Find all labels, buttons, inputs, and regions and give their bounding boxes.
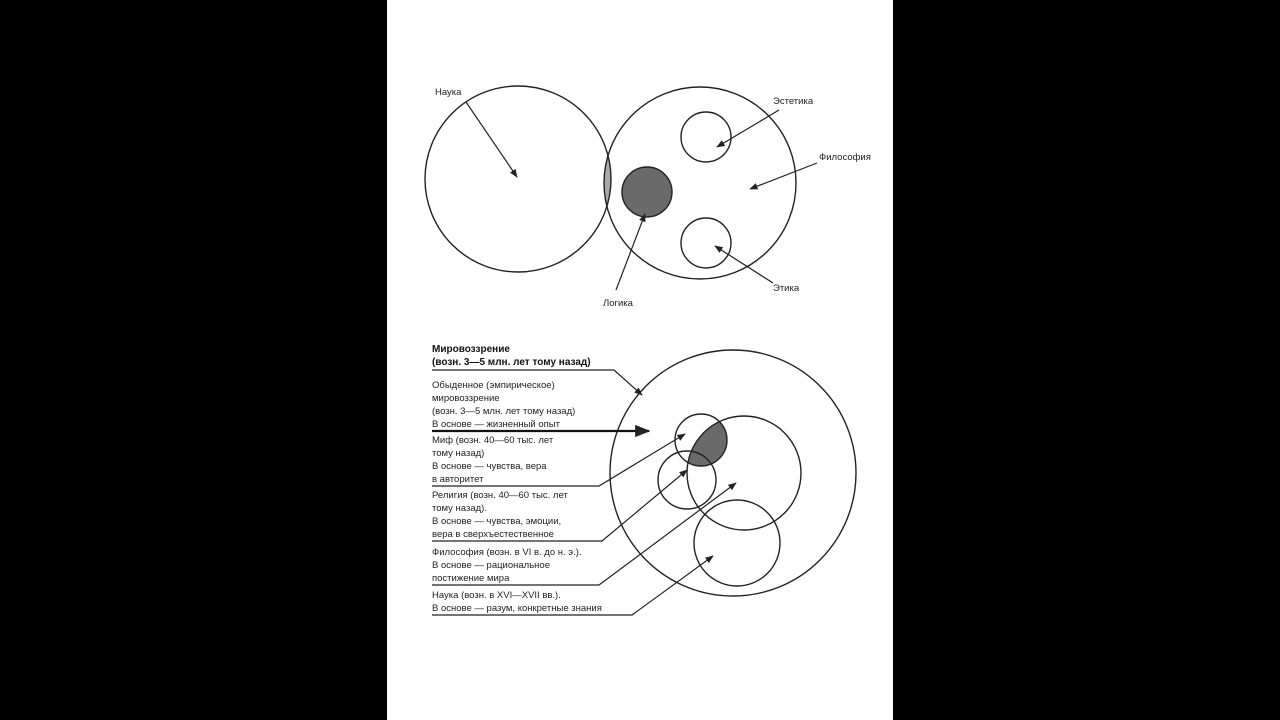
religion-block: Религия (возн. 40—60 тыс. лет тому назад… bbox=[432, 490, 568, 540]
ordinary-line-1: Обыденное (эмпирическое) bbox=[432, 380, 555, 391]
ordinary-line-3: (возн. 3—5 млн. лет тому назад) bbox=[432, 406, 575, 417]
religion-line-4: вера в сверхъестественное bbox=[432, 529, 554, 540]
logic-arrow bbox=[615, 213, 646, 291]
diagram-canvas: Наука Эстетика Философия Этика Логика Ми… bbox=[424, 85, 871, 616]
logic-circle bbox=[621, 166, 673, 218]
aesthetics-arrow bbox=[716, 109, 780, 148]
worldview-subtitle: (возн. 3—5 млн. лет тому назад) bbox=[432, 357, 591, 368]
science-philosophy-diagram: Наука Эстетика Философия Этика Логика bbox=[424, 85, 871, 309]
science-circle bbox=[693, 499, 781, 587]
philosophy-line-1: Философия (возн. в VI в. до н. э.). bbox=[432, 547, 582, 558]
philosophy-line-3: постижение мира bbox=[432, 573, 510, 584]
ethics-label: Этика bbox=[773, 283, 800, 294]
worldview-diagram: Мировоззрение (возн. 3—5 млн. лет тому н… bbox=[432, 344, 857, 616]
logic-label: Логика bbox=[603, 298, 634, 309]
myth-philosophy-overlap bbox=[687, 416, 727, 466]
science-circle bbox=[424, 85, 612, 273]
philosophy-circle bbox=[686, 415, 802, 531]
philosophy-block: Философия (возн. в VI в. до н. э.). В ос… bbox=[432, 547, 582, 584]
science-block: Наука (возн. в XVI—XVII вв.). В основе —… bbox=[432, 590, 602, 614]
religion-line-3: В основе — чувства, эмоции, bbox=[432, 516, 561, 527]
myth-block: Миф (возн. 40—60 тыс. лет тому назад) В … bbox=[432, 435, 554, 485]
religion-leader bbox=[432, 469, 688, 542]
science-leader bbox=[432, 555, 714, 616]
aesthetics-circle bbox=[680, 111, 732, 163]
worldview-title: Мировоззрение bbox=[432, 344, 510, 355]
religion-line-2: тому назад). bbox=[432, 503, 487, 514]
philosophy-line-2: В основе — рациональное bbox=[432, 560, 550, 571]
ethics-circle bbox=[680, 217, 732, 269]
myth-line-3: В основе — чувства, вера bbox=[432, 461, 547, 472]
document-page: Наука Эстетика Философия Этика Логика Ми… bbox=[387, 0, 893, 720]
myth-line-1: Миф (возн. 40—60 тыс. лет bbox=[432, 435, 554, 446]
aesthetics-label: Эстетика bbox=[773, 96, 814, 107]
science-line-2: В основе — разум, конкретные знания bbox=[432, 603, 602, 614]
philosophy-circle bbox=[603, 86, 797, 280]
philosophy-label: Философия bbox=[819, 152, 871, 163]
science-line-1: Наука (возн. в XVI—XVII вв.). bbox=[432, 590, 561, 601]
ordinary-line-2: мировоззрение bbox=[432, 393, 500, 404]
philosophy-arrow bbox=[749, 162, 818, 190]
religion-line-1: Религия (возн. 40—60 тыс. лет bbox=[432, 490, 568, 501]
myth-line-2: тому назад) bbox=[432, 448, 484, 459]
religion-circle bbox=[657, 450, 717, 510]
science-arrow bbox=[465, 101, 518, 178]
myth-leader bbox=[432, 433, 686, 487]
ordinary-line-4: В основе — жизненный опыт bbox=[432, 419, 561, 430]
science-label: Наука bbox=[435, 87, 462, 98]
worldview-leader bbox=[432, 369, 643, 396]
ethics-arrow bbox=[714, 245, 774, 284]
worldview-outer-circle bbox=[609, 349, 857, 597]
philosophy-leader bbox=[432, 482, 737, 586]
myth-line-4: в авторитет bbox=[432, 474, 484, 485]
ordinary-worldview-block: Обыденное (эмпирическое) мировоззрение (… bbox=[432, 380, 575, 430]
